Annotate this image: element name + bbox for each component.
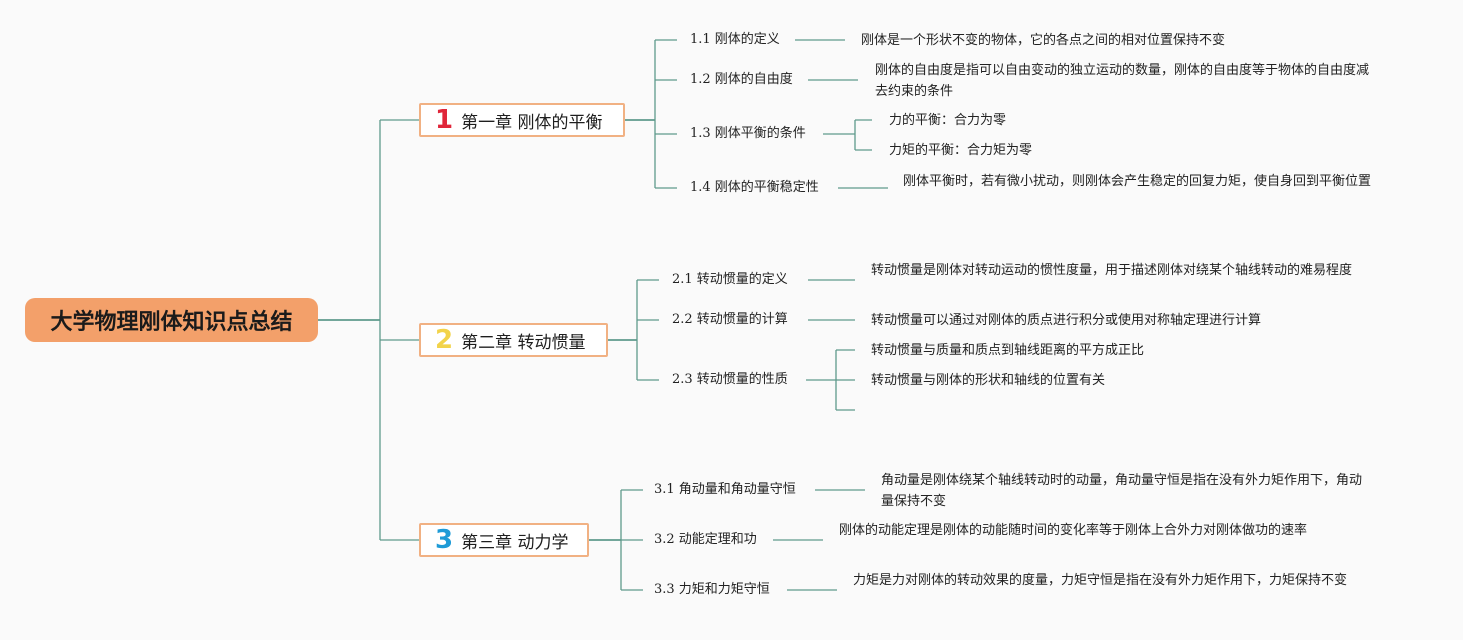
detail-2-3-mass[interactable]: 转动惯量与质量和质点到轴线距离的平方成正比: [871, 343, 1145, 358]
section-2-1[interactable]: 2.1 转动惯量的定义: [672, 272, 788, 287]
detail-2-2[interactable]: 转动惯量可以通过对刚体的质点进行积分或使用对称轴定理进行计算: [871, 313, 1262, 328]
detail-1-3-force[interactable]: 力的平衡：合力为零: [889, 113, 1007, 128]
section-3-3[interactable]: 3.3 力矩和力矩守恒: [654, 582, 770, 597]
detail-1-2[interactable]: 刚体的自由度是指可以自由变动的独立运动的数量，刚体的自由度等于物体的自由度减去约…: [875, 63, 1370, 99]
section-1-4[interactable]: 1.4 刚体的平衡稳定性: [690, 180, 819, 195]
section-1-3[interactable]: 1.3 刚体平衡的条件: [690, 126, 806, 141]
root-title: 大学物理刚体知识点总结: [50, 310, 293, 335]
section-2-2[interactable]: 2.2 转动惯量的计算: [672, 312, 788, 327]
detail-2-3-shape[interactable]: 转动惯量与刚体的形状和轴线的位置有关: [871, 373, 1106, 388]
chapter-3-node[interactable]: 3 第三章 动力学: [419, 523, 589, 557]
chapter-2-node[interactable]: 2 第二章 转动惯量: [419, 323, 608, 357]
section-1-1[interactable]: 1.1 刚体的定义: [690, 32, 780, 47]
chapter-title: 第三章 动力学: [461, 532, 569, 553]
detail-3-1[interactable]: 角动量是刚体绕某个轴线转动时的动量，角动量守恒是指在没有外力矩作用下，角动量保持…: [881, 473, 1363, 509]
section-1-2[interactable]: 1.2 刚体的自由度: [690, 72, 793, 87]
section-2-3[interactable]: 2.3 转动惯量的性质: [672, 372, 788, 387]
detail-3-2[interactable]: 刚体的动能定理是刚体的动能随时间的变化率等于刚体上合外力对刚体做功的速率: [839, 523, 1308, 538]
chapter-title: 第二章 转动惯量: [461, 332, 586, 353]
root-topic[interactable]: 大学物理刚体知识点总结: [25, 298, 318, 342]
section-3-1[interactable]: 3.1 角动量和角动量守恒: [654, 482, 796, 497]
chapter-number-2: 2: [435, 325, 454, 355]
section-3-2[interactable]: 3.2 动能定理和功: [654, 532, 757, 547]
detail-1-1[interactable]: 刚体是一个形状不变的物体，它的各点之间的相对位置保持不变: [861, 33, 1226, 48]
detail-2-1[interactable]: 转动惯量是刚体对转动运动的惯性度量，用于描述刚体对绕某个轴线转动的难易程度: [871, 263, 1353, 278]
chapter-1-node[interactable]: 1 第一章 刚体的平衡: [419, 103, 625, 137]
detail-1-4[interactable]: 刚体平衡时，若有微小扰动，则刚体会产生稳定的回复力矩，使自身回到平衡位置: [903, 174, 1372, 189]
detail-1-3-torque[interactable]: 力矩的平衡：合力矩为零: [889, 143, 1033, 158]
chapter-number-3: 3: [435, 525, 454, 555]
chapter-title: 第一章 刚体的平衡: [461, 112, 603, 133]
detail-3-3[interactable]: 力矩是力对刚体的转动效果的度量，力矩守恒是指在没有外力矩作用下，力矩保持不变: [853, 573, 1348, 588]
chapter-number-1: 1: [435, 105, 454, 135]
